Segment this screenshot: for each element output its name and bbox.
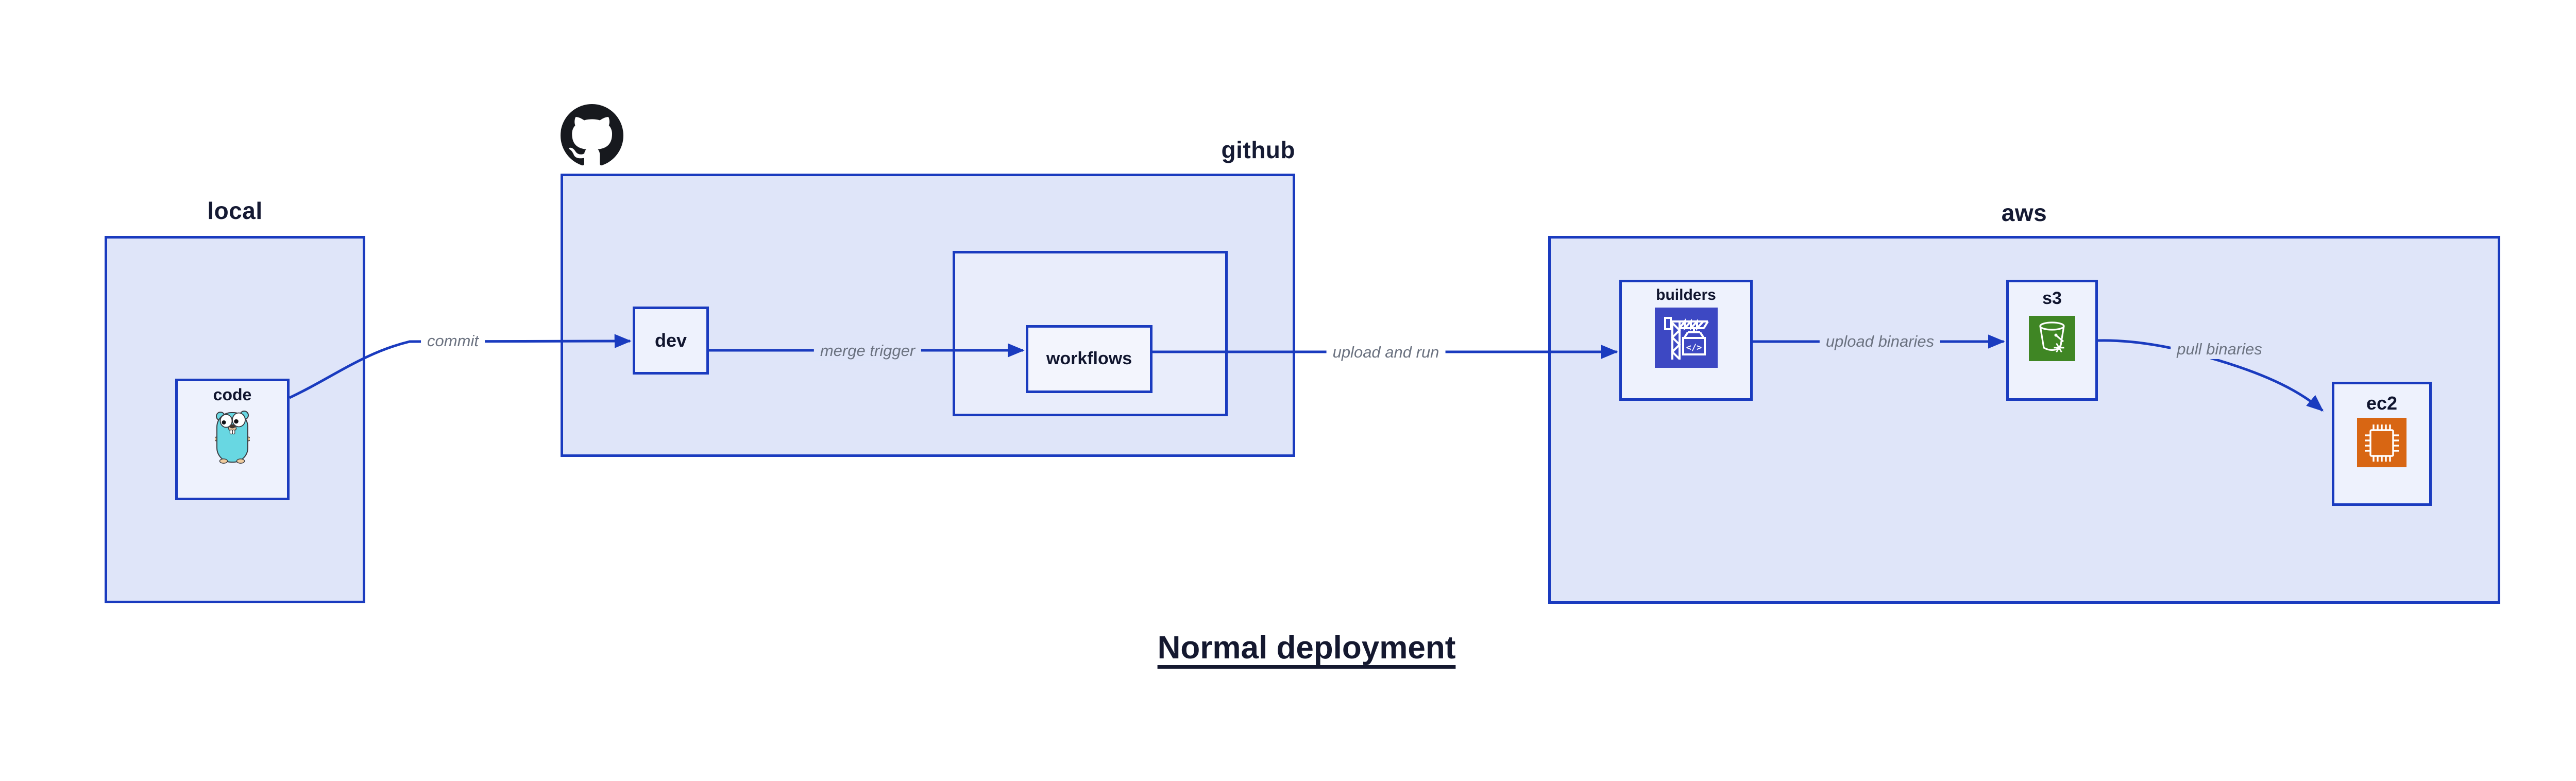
codebuild-crane-icon: </> (1654, 307, 1718, 368)
s3-node-box: s3 (2006, 280, 2098, 401)
local-group-box: code (105, 236, 365, 603)
edge-merge-trigger-label: merge trigger (814, 341, 922, 361)
dev-node-box: dev (633, 307, 709, 375)
workflows-node-box: workflows (1026, 325, 1153, 393)
ec2-node-box: ec2 (2332, 382, 2432, 506)
go-gopher-icon (215, 410, 250, 464)
edge-pull-binaries-arrow (2097, 339, 2324, 412)
ec2-chip-icon (2357, 418, 2406, 468)
edge-upload-binaries-label: upload binaries (1819, 331, 1941, 352)
local-group-label: local (207, 197, 263, 224)
ec2-node-label: ec2 (2366, 393, 2398, 414)
master-group-box: workflows (953, 251, 1228, 416)
code-node-box: code (175, 379, 290, 500)
s3-node-label: s3 (2042, 288, 2062, 308)
edge-pull-binaries-label: pull binaries (2171, 339, 2268, 360)
github-group-label: github (1221, 137, 1295, 163)
edge-commit-label: commit (421, 331, 485, 351)
codebuild-code-glyph: </> (1686, 343, 1702, 353)
edge-upload-and-run-label: upload and run (1326, 342, 1446, 363)
aws-group-label: aws (2001, 199, 2047, 226)
workflows-node-label: workflows (1046, 349, 1132, 369)
builders-node-label: builders (1656, 286, 1716, 303)
aws-group-box: builders </> (1548, 236, 2500, 604)
github-logo-icon (561, 104, 623, 165)
diagram-title: Normal deployment (1157, 630, 1456, 666)
github-group-box: dev workflows (561, 174, 1295, 457)
dev-node-label: dev (654, 330, 687, 351)
builders-node-box: builders </> (1619, 280, 1753, 401)
code-node-label: code (213, 385, 252, 404)
edge-commit-arrow (289, 334, 632, 399)
s3-glacier-bucket-icon (2029, 316, 2075, 362)
